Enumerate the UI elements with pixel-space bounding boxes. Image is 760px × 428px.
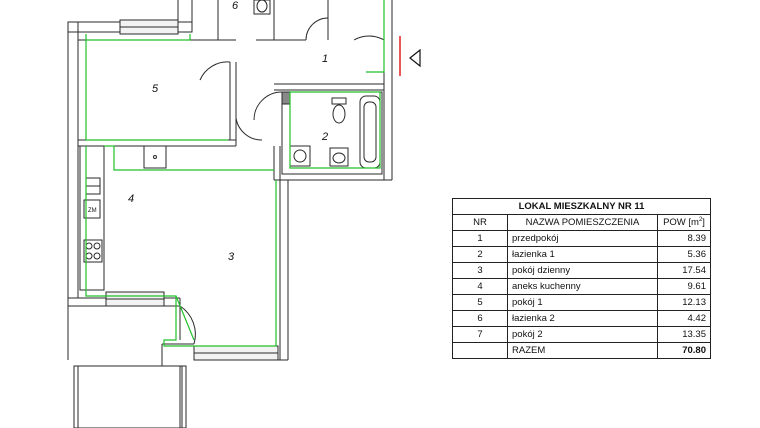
north-wall-2 [177,21,193,33]
row-area: 12.13 [657,294,711,311]
table-row: 2 łazienka 1 5.36 [452,246,711,263]
boundary-room-5 [85,34,191,41]
row-area: 5.36 [657,246,711,263]
cooktop [83,239,103,263]
row-nr: 7 [452,326,508,343]
row-nr: 3 [452,262,508,279]
row-area: 17.54 [657,262,711,279]
dishwasher-label: ZM [88,208,97,214]
table-row: 7 pokój 2 13.35 [452,326,711,343]
entry-arrow-icon [409,48,421,68]
toilet-6 [253,0,271,15]
total-area: 70.80 [657,342,711,359]
row-nr: 6 [452,310,508,327]
total-empty [452,342,508,359]
row-name: aneks kuchenny [507,278,658,295]
row-area: 4.42 [657,310,711,327]
kitchen-counter [79,145,105,291]
balcony-door-arc [179,305,196,345]
entry-door-arc [353,35,385,41]
row-nr: 5 [452,294,508,311]
row-name: pokój dzienny [507,262,658,279]
table-row: 6 łazienka 2 4.42 [452,310,711,327]
boundary-room-1 [366,0,385,73]
row-name: pokój 1 [507,294,658,311]
north-wall [67,21,121,33]
row-nr: 4 [452,278,508,295]
row-name: przedpokój [507,230,658,247]
header-name: NAZWA POMIESZCZENIA [507,214,658,231]
door-arc-room5 [199,61,231,81]
row-name: łazienka 1 [507,246,658,263]
room-label-6: 6 [232,0,239,12]
table-row: 4 aneks kuchenny 9.61 [452,278,711,295]
row-area: 8.39 [657,230,711,247]
table-header-row: NR NAZWA POMIESZCZENIA POW [m2] [452,214,711,231]
row-name: łazienka 2 [507,310,658,327]
room-label-2: 2 [321,131,328,143]
room-area-table: LOKAL MIESZKALNY NR 11 NR NAZWA POMIESZC… [452,198,711,359]
balcony [73,365,187,428]
room-label-5: 5 [152,83,159,95]
row-area: 9.61 [657,278,711,295]
boundary-kitchen [85,146,277,347]
bathtub [359,95,381,169]
row-nr: 1 [452,230,508,247]
west-wall [67,21,79,299]
room-label-1: 1 [322,53,328,65]
total-label: RAZEM [507,342,658,359]
row-nr: 2 [452,246,508,263]
washbasin [289,145,311,167]
dishwasher [83,199,101,219]
row-area: 13.35 [657,326,711,343]
header-nr: NR [452,214,508,231]
table-row: 5 pokój 1 12.13 [452,294,711,311]
room-label-3: 3 [228,251,235,263]
table-title: LOKAL MIESZKALNY NR 11 [452,198,711,215]
table-row: 3 pokój dzienny 17.54 [452,262,711,279]
row-name: pokój 2 [507,326,658,343]
header-area: POW [m2] [657,214,711,231]
table-row: 1 przedpokój 8.39 [452,230,711,247]
floor-plan: 6 1 5 2 4 3 ZM [67,0,421,428]
toilet [331,97,347,105]
room-label-4: 4 [128,193,134,205]
table-total-row: RAZEM 70.80 [452,342,711,359]
